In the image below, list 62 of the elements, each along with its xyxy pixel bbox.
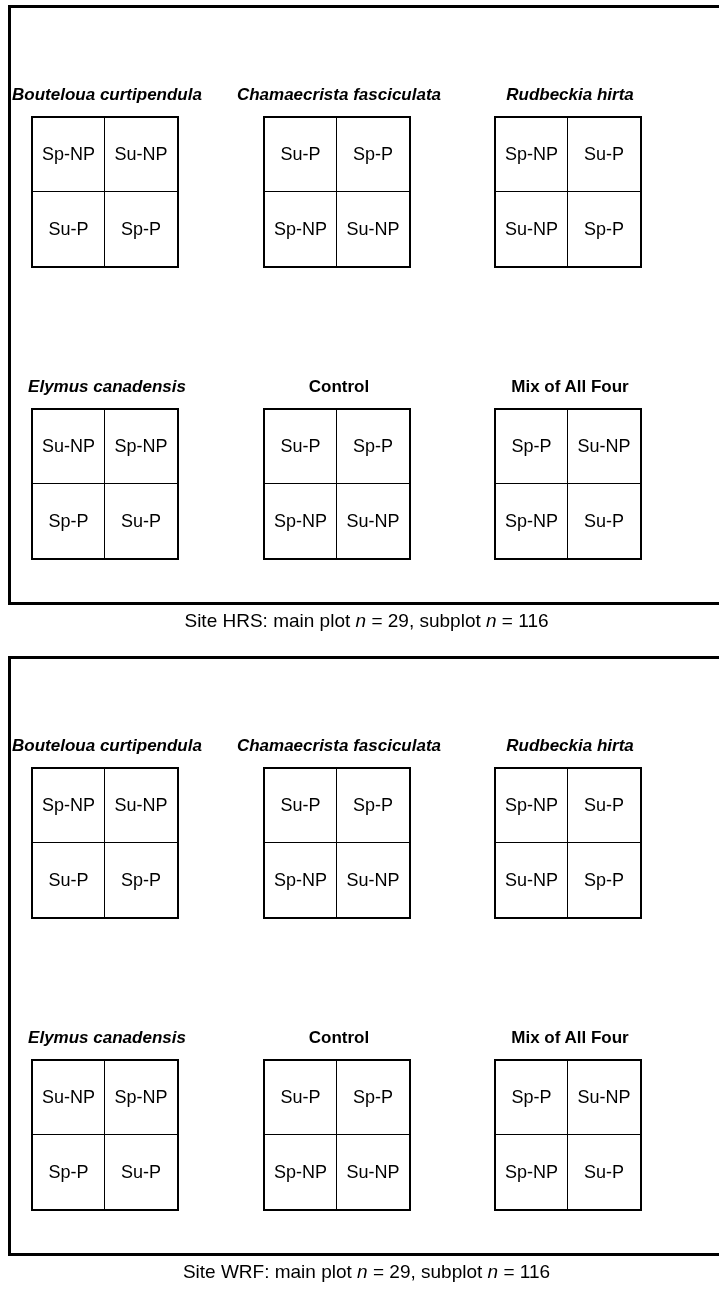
subplot-cell: Su-NP <box>496 192 568 266</box>
plot-heading: Elymus canadensis <box>27 376 187 398</box>
subplot-cell: Sp-NP <box>496 769 568 843</box>
subplot-cell: Sp-P <box>105 843 177 917</box>
subplot-cell: Su-NP <box>337 484 409 558</box>
subplot-cell: Sp-P <box>33 484 105 558</box>
subplot-cell: Su-NP <box>496 843 568 917</box>
subplot-cell: Su-P <box>33 192 105 266</box>
subplot-cell: Su-P <box>105 484 177 558</box>
subplot-cell: Su-P <box>265 769 337 843</box>
subplot-cell: Sp-P <box>337 769 409 843</box>
subplot-cell: Sp-NP <box>105 1061 177 1135</box>
plot-heading: Bouteloua curtipendula <box>11 84 203 106</box>
plot-heading: Rudbeckia hirta <box>505 84 635 106</box>
subplot-cell: Su-NP <box>33 410 105 484</box>
plot-heading: Bouteloua curtipendula <box>11 735 203 757</box>
subplot-cell: Sp-P <box>568 192 640 266</box>
plot-heading: Chamaecrista fasciculata <box>235 735 443 757</box>
subplot-cell: Su-P <box>33 843 105 917</box>
subplot-cell: Su-P <box>265 118 337 192</box>
subplot-cell: Su-P <box>568 118 640 192</box>
subplot-cell: Su-NP <box>337 192 409 266</box>
site-caption: Site HRS: main plot n = 29, subplot n = 116 <box>183 610 550 632</box>
subplot-cell: Su-P <box>568 769 640 843</box>
subplot-cell: Sp-P <box>337 1061 409 1135</box>
subplot-cell: Sp-P <box>568 843 640 917</box>
subplot-cell: Sp-P <box>33 1135 105 1209</box>
subplot-cell: Su-NP <box>568 410 640 484</box>
plot-heading: Chamaecrista fasciculata <box>235 84 443 106</box>
subplot-cell: Su-P <box>568 1135 640 1209</box>
subplot-cell: Su-P <box>105 1135 177 1209</box>
subplot-cell: Sp-NP <box>105 410 177 484</box>
plot-heading: Rudbeckia hirta <box>505 735 635 757</box>
subplot-cell: Su-NP <box>33 1061 105 1135</box>
subplot-cell: Sp-P <box>105 192 177 266</box>
plot-heading: Elymus canadensis <box>27 1027 187 1049</box>
plot-heading: Control <box>307 376 371 398</box>
subplot-cell: Sp-NP <box>496 1135 568 1209</box>
subplot-cell: Sp-NP <box>265 843 337 917</box>
subplot-cell: Sp-NP <box>496 484 568 558</box>
subplot-cell: Su-NP <box>337 1135 409 1209</box>
subplot-cell: Su-NP <box>105 769 177 843</box>
subplot-cell: Sp-NP <box>496 118 568 192</box>
subplot-cell: Sp-NP <box>265 484 337 558</box>
plot-heading: Control <box>307 1027 371 1049</box>
subplot-cell: Sp-P <box>337 118 409 192</box>
subplot-cell: Sp-NP <box>33 118 105 192</box>
subplot-cell: Sp-P <box>337 410 409 484</box>
plot-heading: Mix of All Four <box>510 376 630 398</box>
subplot-cell: Su-NP <box>568 1061 640 1135</box>
subplot-cell: Su-NP <box>337 843 409 917</box>
subplot-cell: Su-P <box>265 410 337 484</box>
subplot-cell: Su-P <box>568 484 640 558</box>
subplot-cell: Su-NP <box>105 118 177 192</box>
subplot-cell: Sp-P <box>496 1061 568 1135</box>
subplot-cell: Sp-NP <box>265 1135 337 1209</box>
site-caption: Site WRF: main plot n = 29, subplot n = 116 <box>181 1261 552 1283</box>
subplot-cell: Sp-NP <box>33 769 105 843</box>
subplot-cell: Sp-NP <box>265 192 337 266</box>
plot-heading: Mix of All Four <box>510 1027 630 1049</box>
subplot-cell: Sp-P <box>496 410 568 484</box>
subplot-cell: Su-P <box>265 1061 337 1135</box>
